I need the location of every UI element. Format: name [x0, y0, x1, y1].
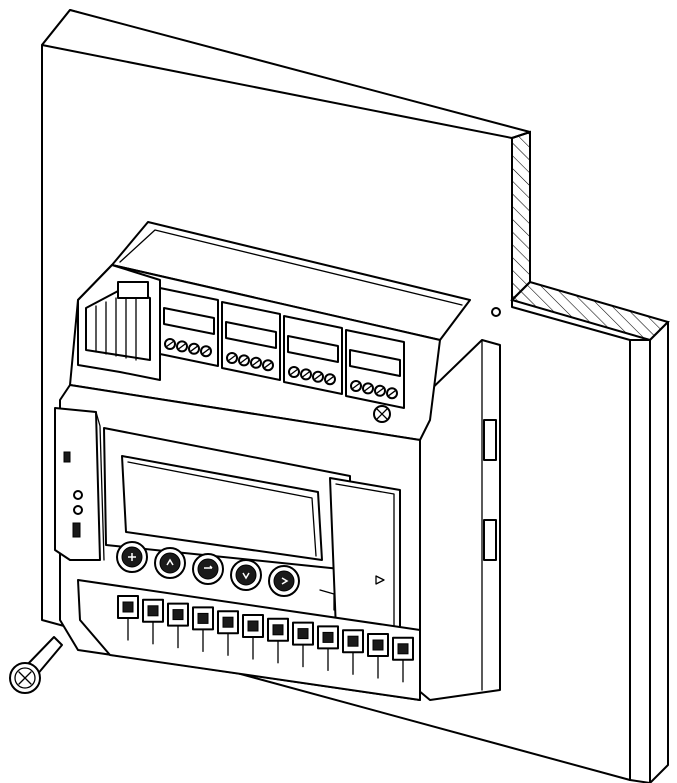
enter-button-icon[interactable] — [192, 553, 224, 585]
status-leds — [63, 451, 83, 538]
led-indicator-4 — [72, 522, 81, 538]
bottom-terminal — [117, 595, 139, 641]
top-terminal-block — [345, 329, 405, 409]
bottom-terminal — [167, 602, 189, 649]
bottom-terminal — [142, 598, 164, 645]
panel-right-edge — [649, 321, 669, 783]
bottom-terminal — [192, 606, 214, 653]
led-indicator-3 — [73, 505, 83, 515]
side-cover — [329, 477, 401, 641]
corner-screw — [373, 405, 391, 423]
din-clip-upper — [483, 419, 497, 461]
display-screen — [121, 455, 323, 561]
bottom-terminal — [292, 621, 314, 668]
bottom-terminal — [392, 636, 414, 683]
din-clip-lower — [483, 519, 497, 561]
arrow-up-button-icon[interactable] — [154, 547, 186, 579]
bottom-terminals — [117, 595, 414, 683]
bottom-terminal — [267, 617, 289, 664]
controller — [54, 221, 501, 701]
settings-button-icon[interactable] — [116, 541, 148, 573]
bottom-terminal — [342, 629, 364, 675]
arrow-down-button-icon[interactable] — [230, 559, 262, 591]
led-indicator-1 — [63, 451, 71, 463]
arrow-right-button-icon[interactable] — [268, 565, 300, 597]
keypad — [116, 541, 300, 597]
bottom-terminal — [317, 625, 339, 672]
bottom-terminal — [217, 610, 239, 656]
top-terminal-blocks — [159, 287, 405, 423]
top-terminal-block — [159, 287, 219, 367]
top-terminal-block — [283, 315, 343, 395]
panel-hole — [491, 307, 501, 317]
bottom-terminal — [242, 614, 264, 660]
mounting-screw — [9, 636, 63, 694]
bottom-terminal — [367, 633, 389, 679]
phillips-icon — [18, 671, 32, 685]
led-indicator-2 — [73, 490, 83, 500]
controller-left-cap — [54, 407, 101, 561]
left-connector — [77, 264, 161, 381]
arrow-mark-icon — [375, 575, 385, 585]
panel-section-upper — [511, 130, 531, 303]
top-terminal-block — [221, 301, 281, 381]
